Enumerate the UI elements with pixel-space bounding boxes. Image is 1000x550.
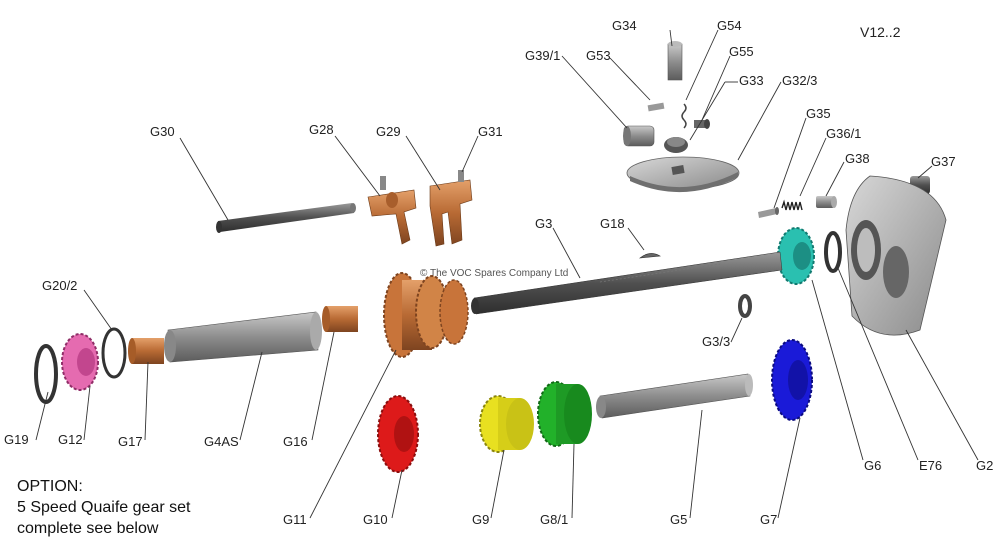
label-g19: G19	[4, 432, 29, 447]
label-g29: G29	[376, 124, 401, 139]
g39-1-selector-housing	[623, 125, 655, 147]
label-g55: G55	[729, 44, 754, 59]
label-g53: G53	[586, 48, 611, 63]
label-g34: G34	[612, 18, 637, 33]
g33-pinion	[664, 137, 688, 153]
label-g8-1: G8/1	[540, 512, 568, 527]
g36-1-spring	[781, 199, 803, 211]
label-g36-1: G36/1	[826, 126, 861, 141]
g53-pin	[647, 102, 665, 112]
label-g11: G11	[283, 512, 307, 527]
g17-bush	[128, 338, 164, 364]
g18-woodruff-key	[639, 253, 661, 259]
leader-lines	[35, 29, 979, 519]
g4as-layshaft-sleeve	[164, 311, 322, 363]
g35-plunger	[758, 207, 779, 218]
version-label: V12..2	[860, 24, 901, 40]
g38-plug	[816, 196, 837, 208]
label-g28: G28	[309, 122, 334, 137]
g10-gear-red	[377, 395, 419, 473]
label-g10: G10	[363, 512, 388, 527]
copyright-text: © The VOC Spares Company Ltd	[420, 268, 569, 279]
g2-end-housing	[845, 175, 947, 336]
g20-2-circlip	[101, 327, 127, 379]
g9-gear-yellow	[479, 395, 534, 453]
option-line-1: 5 Speed Quaife gear set	[17, 499, 191, 516]
label-g32-3: G32/3	[782, 73, 817, 88]
g11-gear-cluster	[383, 272, 469, 358]
label-g33: G33	[739, 73, 764, 88]
g54-spring	[681, 103, 687, 129]
option-heading: OPTION:	[17, 478, 83, 495]
label-g12: G12	[58, 432, 83, 447]
label-g3-3: G3/3	[702, 334, 730, 349]
option-note: OPTION: 5 Speed Quaife gear set complete…	[17, 476, 190, 539]
label-g20-2: G20/2	[42, 278, 77, 293]
g34-selector-shaft	[667, 41, 683, 81]
e76-thrust-washer	[824, 231, 842, 273]
g7-gear-blue	[771, 339, 813, 421]
label-g30: G30	[150, 124, 175, 139]
g28-selector-fork	[367, 176, 417, 245]
label-g7: G7	[760, 512, 777, 527]
g32-3-selector-plate	[626, 156, 740, 193]
option-line-2: complete see below	[17, 520, 159, 537]
label-g54: G54	[717, 18, 742, 33]
label-e76: E76	[919, 458, 942, 473]
g16-bush	[322, 306, 358, 332]
label-g5: G5	[670, 512, 687, 527]
g3-3-washer	[738, 294, 752, 318]
label-g9: G9	[472, 512, 489, 527]
label-g37: G37	[931, 154, 956, 169]
g29-selector-fork	[429, 170, 473, 247]
label-g2: G2	[976, 458, 993, 473]
g8-1-gear-green	[537, 381, 592, 447]
g30-selector-rod	[216, 203, 356, 233]
label-g18: G18	[600, 216, 625, 231]
label-g3: G3	[535, 216, 552, 231]
label-g4as: G4AS	[204, 434, 239, 449]
label-g16: G16	[283, 434, 308, 449]
g19-thrust-washer	[34, 344, 58, 404]
g6-gear-teal	[777, 227, 815, 285]
label-g38: G38	[845, 151, 870, 166]
g3-mainshaft	[471, 251, 783, 315]
label-g39-1: G39/1	[525, 48, 560, 63]
g12-gear-pink	[61, 333, 99, 391]
label-g6: G6	[864, 458, 881, 473]
label-g31: G31	[478, 124, 503, 139]
g5-shaft	[596, 373, 753, 419]
part-labels: G34 G54 G39/1 G53 G55 G33 G32/3 G35 G36/…	[4, 18, 993, 527]
label-g17: G17	[118, 434, 143, 449]
label-g35: G35	[806, 106, 831, 121]
